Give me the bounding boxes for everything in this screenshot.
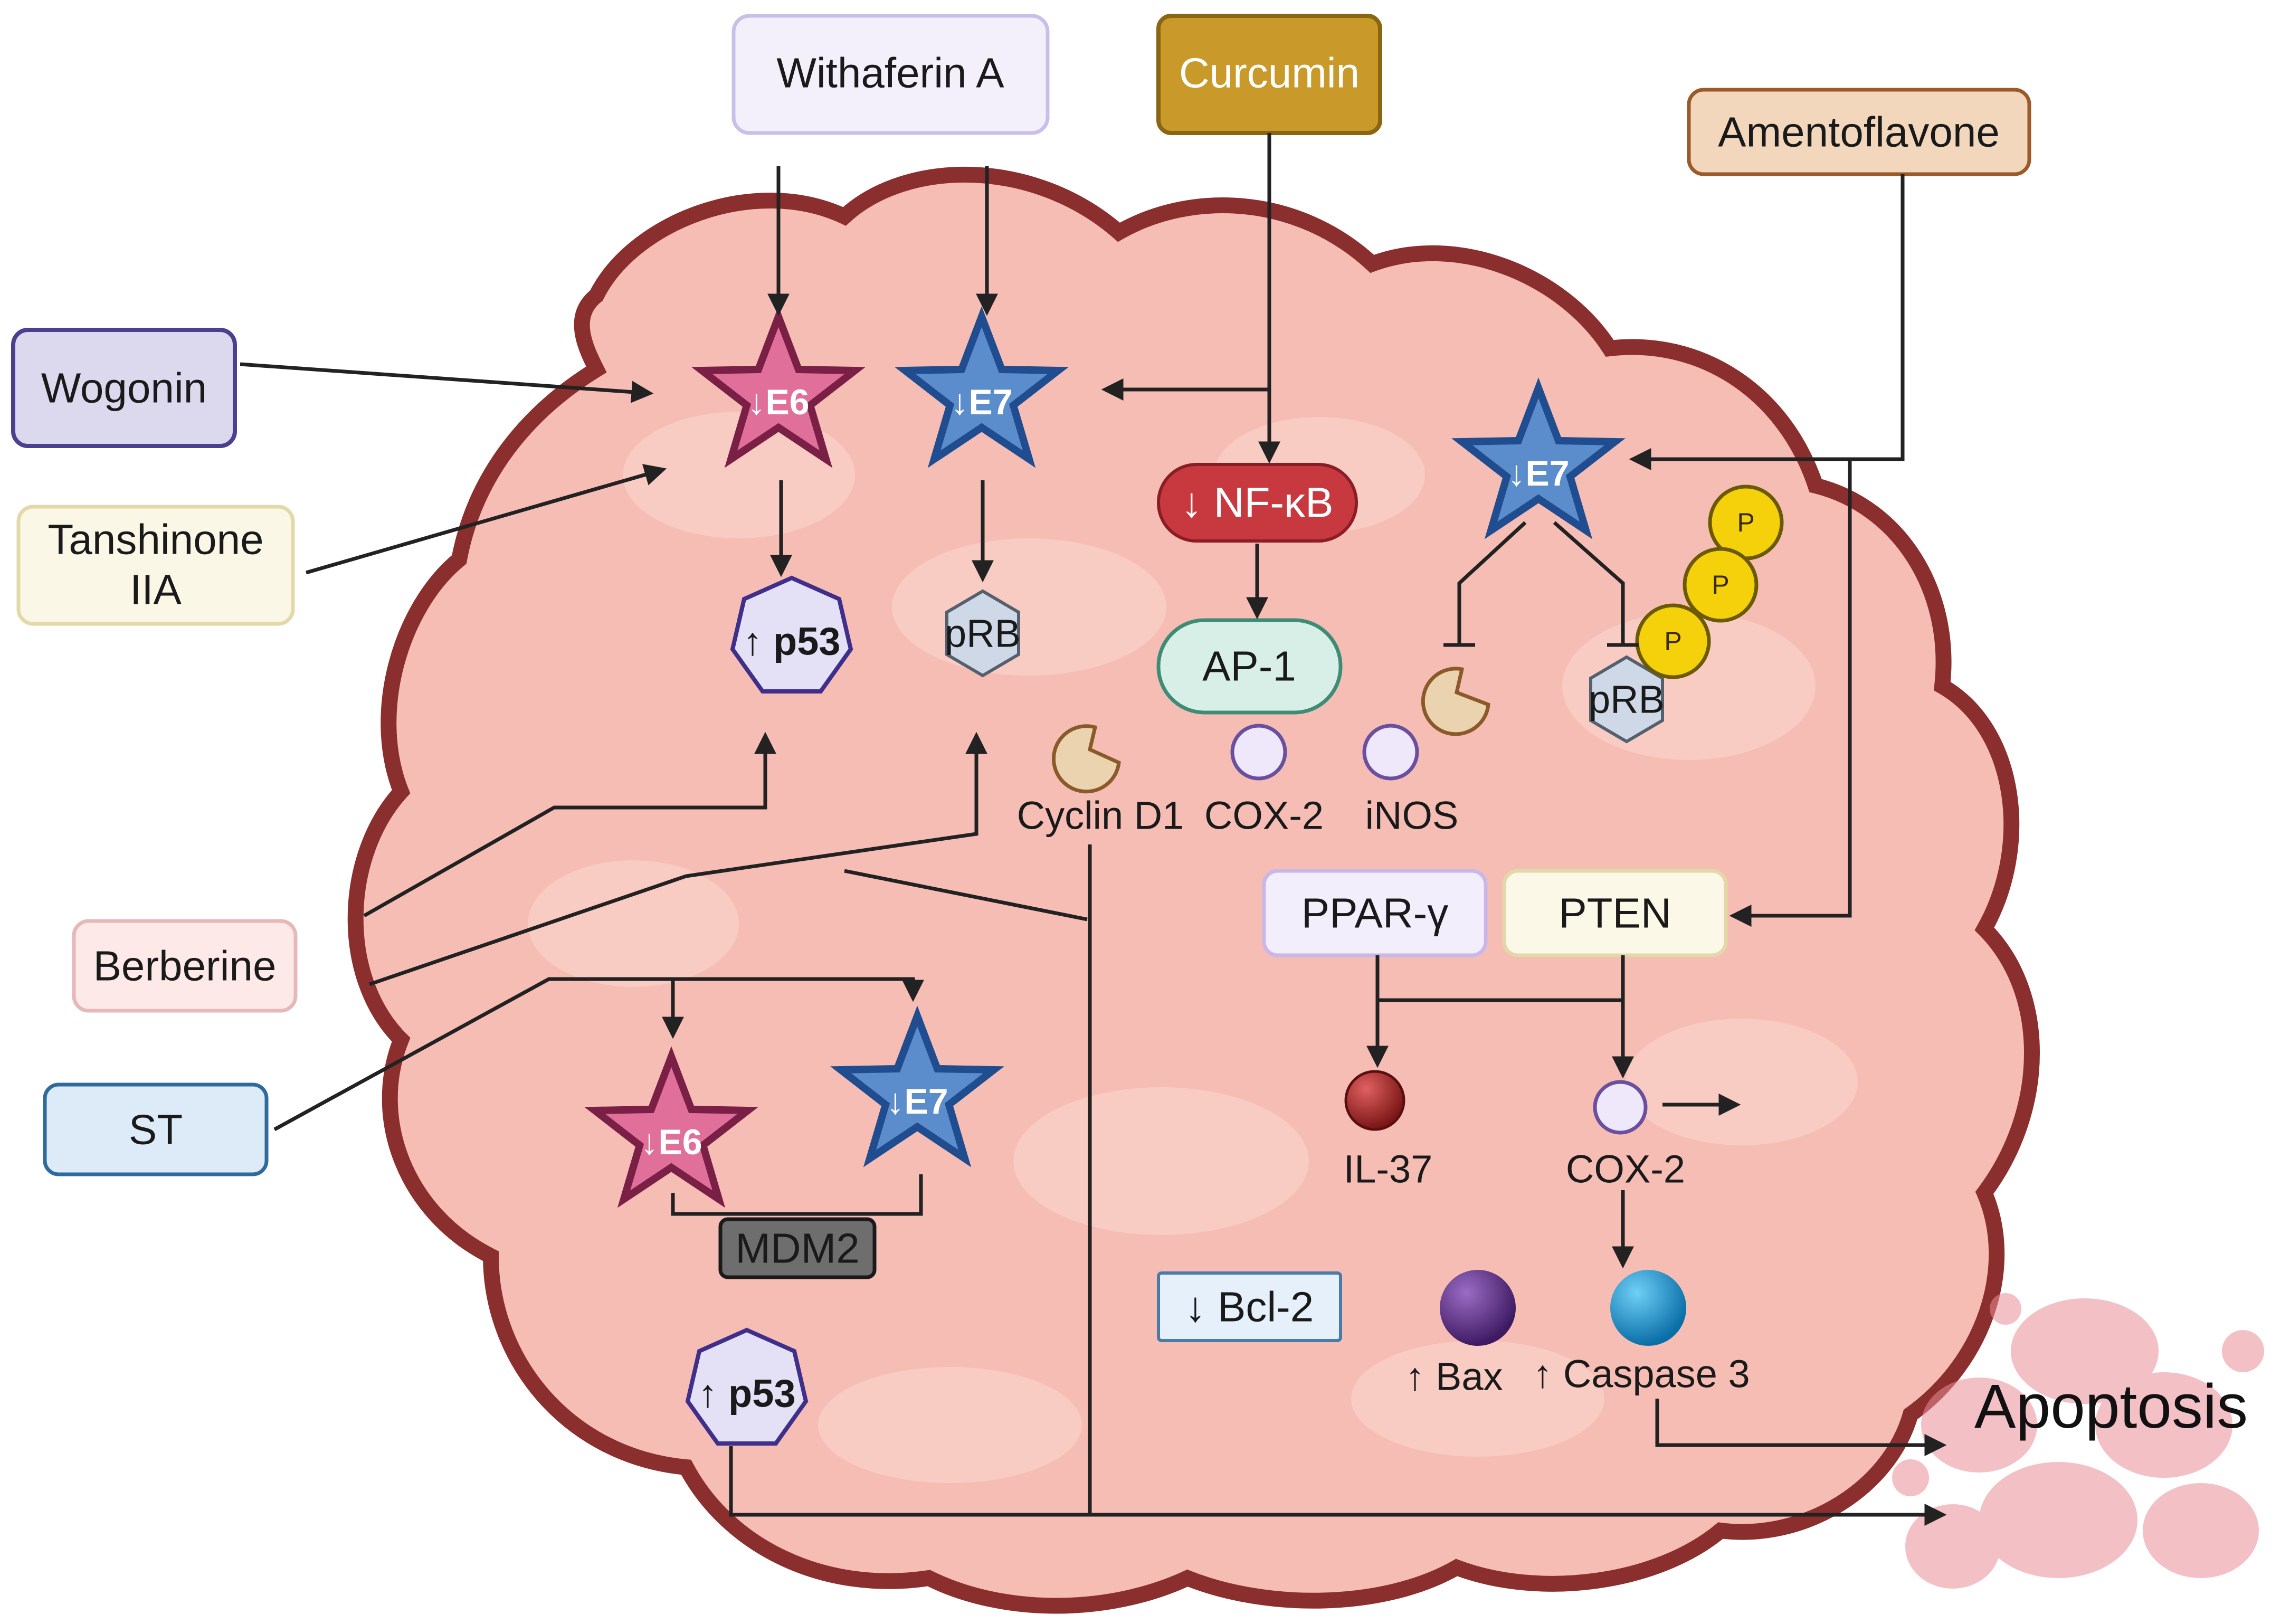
pathway-arrows — [240, 133, 1947, 1526]
e7-bottom-label: ↓E7 — [886, 1081, 948, 1122]
nfkb-pill — [1157, 463, 1358, 543]
mdm2-label: MDM2 — [735, 1225, 860, 1272]
st-box[interactable] — [43, 1082, 269, 1176]
bax-icon — [1440, 1270, 1516, 1346]
apoptosis-label: Apoptosis — [1974, 1372, 2248, 1441]
tanshinone-label-line1: Tanshinone — [47, 516, 263, 563]
wogonin-label: Wogonin — [41, 365, 207, 412]
svg-text:P: P — [1664, 626, 1681, 656]
ppar-box — [1262, 869, 1488, 957]
wogonin-box[interactable] — [11, 328, 237, 448]
e6-star-top: ↓E6 — [691, 306, 866, 468]
e6-bottom-label: ↓E6 — [640, 1122, 702, 1162]
ppar-label: PPAR-γ — [1301, 890, 1449, 937]
cox2-bottom-icon — [1593, 1080, 1648, 1135]
cyclin-d1-label: Cyclin D1 — [1017, 794, 1184, 838]
st-label: ST — [129, 1106, 183, 1153]
cyclin-d1-icon — [1051, 724, 1121, 794]
e7-star-top: ↓E7 — [895, 306, 1069, 468]
svg-text:P: P — [1737, 508, 1754, 537]
il37-label: IL-37 — [1344, 1147, 1433, 1191]
withaferin-label: Withaferin A — [776, 50, 1004, 97]
cox2-top-icon — [1230, 724, 1287, 781]
e6-star-bottom: ↓E6 — [584, 1046, 758, 1208]
il37-icon — [1344, 1070, 1405, 1131]
amentoflavone-box[interactable] — [1687, 88, 2031, 176]
svg-text:P: P — [1712, 570, 1729, 600]
prb-top-shape — [945, 589, 1020, 678]
bax-label: ↑ Bax — [1405, 1355, 1503, 1399]
berberine-label: Berberine — [93, 943, 277, 990]
e7-top-label: ↓E7 — [951, 382, 1012, 422]
apoptotic-cell-cluster — [1892, 1293, 2264, 1589]
p53-top-label: ↑ p53 — [743, 620, 840, 663]
pten-label: PTEN — [1559, 890, 1671, 937]
ap1-pill — [1156, 618, 1343, 715]
prb-right-label: pRB — [1589, 678, 1665, 721]
inos-inhibited-enzyme-icon — [1421, 667, 1490, 736]
phosphate-group-3: P — [1635, 603, 1711, 679]
berberine-box[interactable] — [72, 919, 298, 1013]
mdm2-box — [718, 1217, 877, 1279]
p53-bottom-label: ↑ p53 — [698, 1372, 795, 1416]
ap1-label: AP-1 — [1202, 643, 1296, 690]
inos-icon — [1362, 724, 1419, 781]
p53-bottom-shape — [685, 1327, 809, 1446]
bcl2-label: ↓ Bcl-2 — [1185, 1284, 1314, 1331]
inos-label: iNOS — [1365, 794, 1459, 838]
e7-star-bottom: ↓E7 — [830, 1005, 1004, 1167]
prb-top-label: pRB — [945, 612, 1021, 656]
e7-star-right: ↓E7 — [1451, 377, 1626, 539]
pten-box — [1502, 869, 1728, 957]
tanshinone-box[interactable] — [16, 505, 295, 626]
curcumin-label: Curcumin — [1179, 50, 1360, 97]
e7-right-label: ↓E7 — [1507, 453, 1569, 493]
p53-top-shape — [730, 575, 853, 694]
tanshinone-label-line2: IIA — [130, 566, 182, 613]
caspase-3-label: ↑ Caspase 3 — [1533, 1352, 1750, 1396]
e6-top-label: ↓E6 — [747, 382, 809, 422]
caspase-3-icon — [1610, 1270, 1686, 1346]
phosphate-group-2: P — [1683, 547, 1759, 623]
cox2-bottom-label: COX-2 — [1566, 1147, 1685, 1191]
prb-right-shape — [1589, 655, 1664, 744]
bcl2-box — [1157, 1271, 1342, 1342]
withaferin-box[interactable] — [731, 14, 1050, 135]
nfkb-label: ↓ NF-κB — [1181, 479, 1334, 526]
amentoflavone-label: Amentoflavone — [1718, 109, 2000, 156]
cox2-top-label: COX-2 — [1204, 794, 1324, 838]
